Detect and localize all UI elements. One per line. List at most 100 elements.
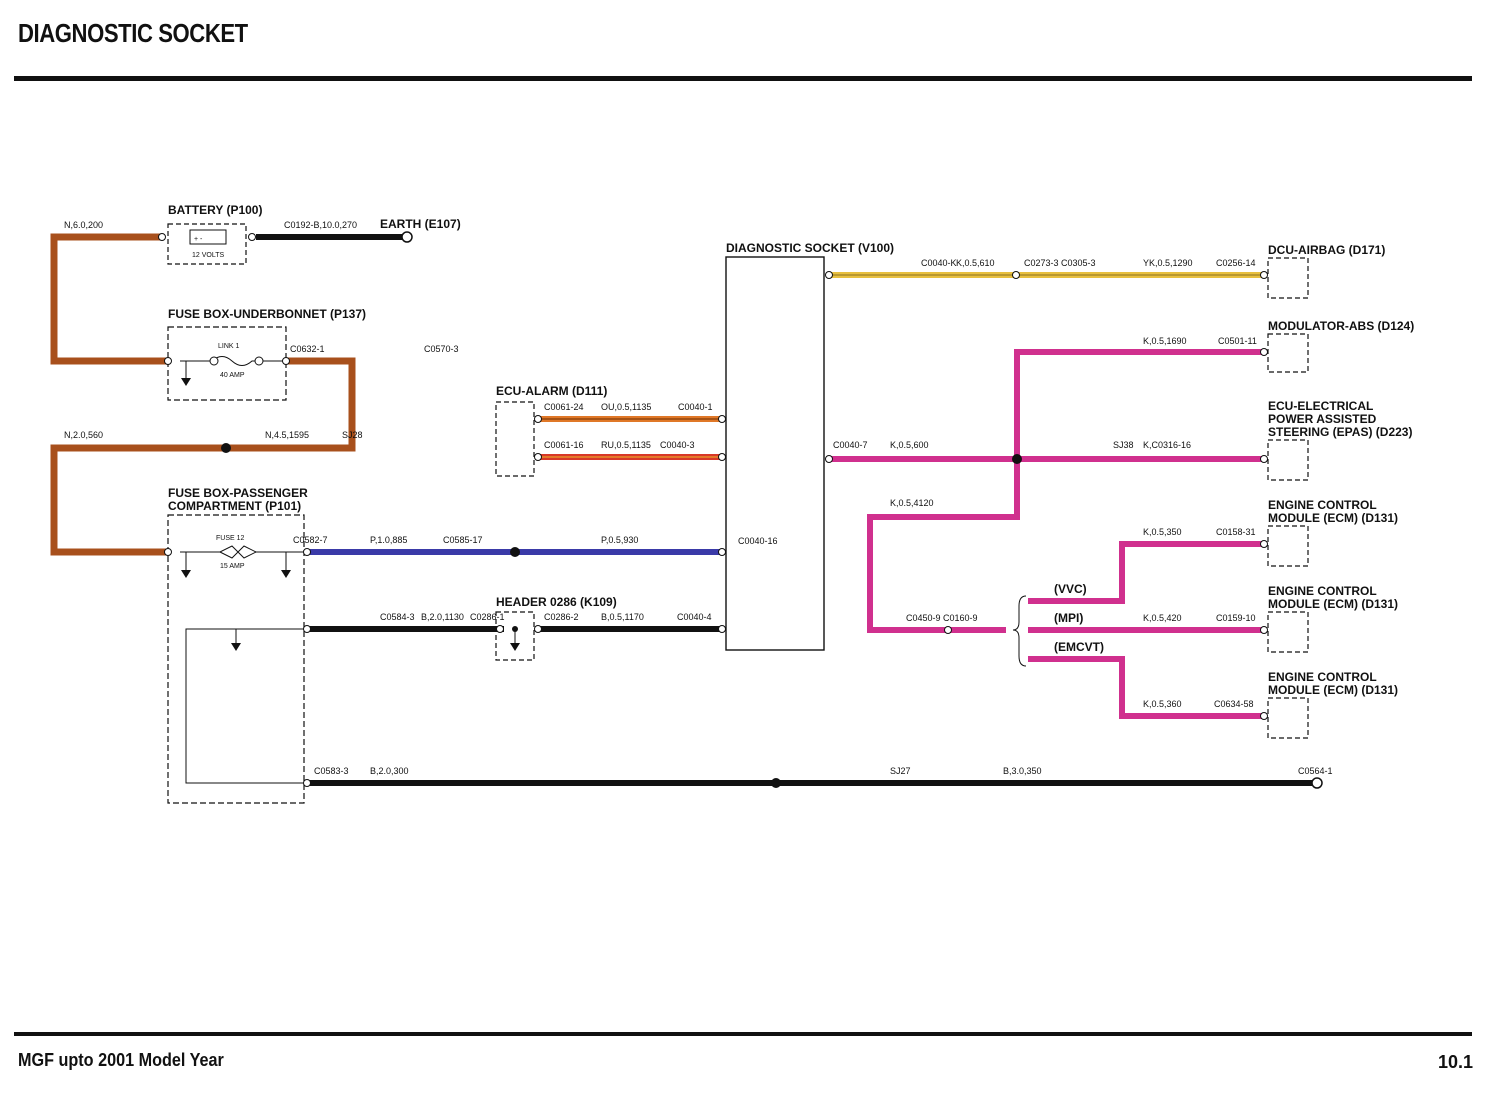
fuse12-amp: 15 AMP: [220, 563, 245, 570]
ecm1-label-1: ENGINE CONTROL: [1268, 498, 1377, 512]
ecu-alarm-label: ECU-ALARM (D111): [496, 384, 607, 398]
battery-box: [167, 223, 247, 265]
connector-label-c0286-1: C0286-1: [470, 612, 505, 622]
passenger-ground-arrow-left: [181, 570, 191, 578]
link1-fuse-symbol: [180, 356, 286, 366]
header-box: [495, 611, 535, 661]
wire-label-yk: YK,0.5,1290: [1143, 258, 1193, 268]
page-title: DIAGNOSTIC SOCKET: [18, 18, 248, 48]
connector-label-c0585: C0585-17: [443, 535, 483, 545]
splice-sj28-left: [221, 443, 231, 453]
wire-label-ou: OU,0.5,1135: [601, 402, 651, 412]
ecm3-label-2: MODULE (ECM) (D131): [1268, 683, 1398, 697]
header-ground-arrow: [510, 643, 520, 651]
ecm1-label-2: MODULE (ECM) (D131): [1268, 511, 1398, 525]
connector-label-c0584: C0584-3: [380, 612, 415, 622]
ecm3-label-1: ENGINE CONTROL: [1268, 670, 1377, 684]
connector-label-c0286-2: C0286-2: [544, 612, 579, 622]
connector-label-c0040-4: C0040-4: [677, 612, 712, 622]
page-number: 10.1: [1437, 1052, 1473, 1072]
wire-label-k05360: K,0.5,360: [1143, 699, 1182, 709]
variant-vvc: (VVC): [1054, 582, 1087, 596]
connector-label-c0061-16: C0061-16: [544, 440, 584, 450]
ecm1-box: [1267, 525, 1309, 567]
connector-label-c0583: C0583-3: [314, 766, 349, 776]
earth-label: EARTH (E107): [380, 217, 461, 231]
link1-end-right: [254, 356, 264, 366]
modulator-abs-box: [1267, 333, 1309, 373]
wire-label-b051170: B,0.5,1170: [601, 612, 644, 622]
connector-label-c0040-3: C0040-3: [660, 440, 695, 450]
wire-label-k051690: K,0.5,1690: [1143, 336, 1187, 346]
wire-label-b201130: B,2.0,1130: [421, 612, 464, 622]
modulator-abs-label: MODULATOR-ABS (D124): [1268, 319, 1414, 333]
wire-label-k05610: K,0.5,610: [956, 258, 995, 268]
battery-cell: [189, 229, 227, 245]
splice-label-sj27: SJ27: [890, 766, 911, 776]
connector-label-c0634: C0634-58: [1214, 699, 1254, 709]
wire-label-k05420: K,0.5,420: [1143, 613, 1182, 623]
connector-label-c0316: K,C0316-16: [1143, 440, 1191, 450]
wire-label-b20300: B,2.0,300: [370, 766, 409, 776]
splice-label-sj28: SJ28: [342, 430, 363, 440]
passenger-internal-link: [185, 628, 304, 784]
wire-label-c0192: C0192-B,10.0,270: [284, 220, 357, 230]
wire-label-k05350: K,0.5,350: [1143, 527, 1182, 537]
variant-brace: [1012, 595, 1027, 667]
connector-label-c0158: C0158-31: [1216, 527, 1256, 537]
connector-label-c0256: C0256-14: [1216, 258, 1256, 268]
epas-box: [1267, 439, 1309, 481]
link1-label: LINK 1: [218, 343, 240, 350]
fuse-passenger-box: [167, 514, 305, 804]
passenger-ground-arrow-right: [281, 570, 291, 578]
connector-label-c0040-16: C0040-16: [738, 536, 778, 546]
wire-label-n451595: N,4.5,1595: [265, 430, 309, 440]
splice-label-sj38: SJ38: [1113, 440, 1134, 450]
earth-terminal: [401, 231, 413, 243]
wire-label-k05600: K,0.5,600: [890, 440, 929, 450]
connector-label-c0501: C0501-11: [1218, 336, 1257, 346]
wire-label-p10885: P,1.0,885: [370, 535, 407, 545]
wire-pink-ecm-branch: [867, 459, 1020, 633]
battery-label: BATTERY (P100): [168, 203, 262, 217]
wire-brown-battery-feed: [50, 233, 168, 365]
connector-label-c0570: C0570-3: [424, 344, 459, 354]
link1-end-left: [209, 356, 219, 366]
wire-pink-vvc: [1028, 541, 1262, 604]
wire-label-n20560: N,2.0,560: [64, 430, 103, 440]
ecm3-box: [1267, 697, 1309, 739]
connector-label-c0450: C0450-9 C0160-9: [906, 613, 978, 623]
variant-mpi: (MPI): [1054, 611, 1083, 625]
diagnostic-socket-box: [725, 256, 825, 651]
fuse-passenger-label-1: FUSE BOX-PASSENGER: [168, 486, 308, 500]
fuse12-label: FUSE 12: [216, 535, 245, 542]
top-rule: [14, 76, 1472, 81]
footer-model-year: MGF upto 2001 Model Year: [18, 1050, 224, 1070]
fuse12-symbol: [180, 545, 304, 559]
connector-label-c0159: C0159-10: [1216, 613, 1256, 623]
splice-sj27: [771, 778, 781, 788]
battery-sign: + -: [194, 236, 203, 243]
ecu-alarm-box: [495, 401, 535, 477]
wire-label-b30350: B,3.0,350: [1003, 766, 1042, 776]
dcu-airbag-label: DCU-AIRBAG (D171): [1268, 243, 1385, 257]
connector-label-c0582: C0582-7: [293, 535, 328, 545]
wire-pink-emcvt: [1028, 656, 1262, 719]
header-splice: [512, 626, 518, 632]
connector-label-c0632: C0632-1: [290, 344, 325, 354]
splice-sj38: [1012, 454, 1022, 464]
ground-terminal-c0564: [1311, 777, 1323, 789]
wire-label-ru: RU,0.5,1135: [601, 440, 651, 450]
passenger-internal-ground-arrow: [231, 643, 241, 651]
wire-label-k054120: K,0.5,4120: [890, 498, 934, 508]
epas-label-1: ECU-ELECTRICAL: [1268, 399, 1373, 413]
epas-label-2: POWER ASSISTED: [1268, 412, 1377, 426]
underbonnet-ground-arrow: [181, 378, 191, 386]
wire-label-p05930: P,0.5,930: [601, 535, 638, 545]
ecm2-box: [1267, 611, 1309, 653]
bottom-rule: [14, 1032, 1472, 1036]
battery-volts: 12 VOLTS: [192, 252, 224, 259]
variant-emcvt: (EMCVT): [1054, 640, 1104, 654]
splice-blue: [510, 547, 520, 557]
